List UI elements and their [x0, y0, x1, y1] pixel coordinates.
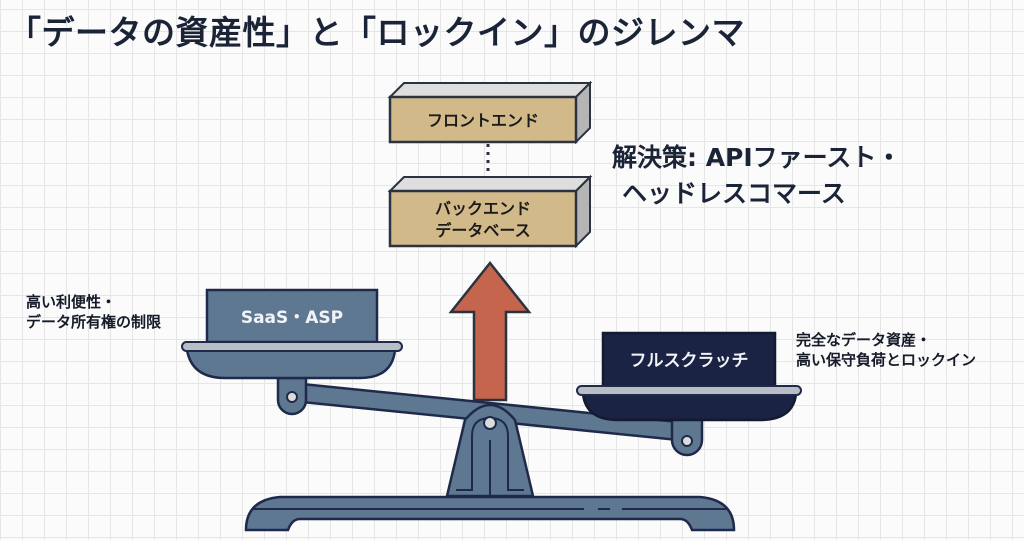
- left-pan: SaaS・ASP: [181, 288, 403, 380]
- left-pan-rim: [181, 341, 403, 352]
- right-pan: フルスクラッチ: [576, 331, 802, 422]
- solution-callout: 解決策: APIファースト・ ヘッドレスコマース: [612, 140, 901, 212]
- full-scratch-label: フルスクラッチ: [630, 351, 749, 371]
- frontend-box-top: [387, 82, 593, 98]
- frontend-box-label: フロントエンド: [427, 111, 539, 130]
- saas-asp-block: [205, 288, 379, 344]
- frontend-box: フロントエンド: [387, 80, 593, 145]
- backend-box: バックエンド データベース: [387, 174, 593, 249]
- right-caption-line-1: 完全なデータ資産・: [796, 331, 932, 349]
- backend-box-label-line1: バックエンド: [435, 199, 531, 218]
- right-pan-rim: [576, 385, 802, 396]
- right-caption: 完全なデータ資産・ 高い保守負荷とロックイン: [796, 330, 976, 370]
- page-title: 「データの資産性」と「ロックイン」のジレンマ: [8, 13, 745, 52]
- right-caption-line-2: 高い保守負荷とロックイン: [796, 351, 977, 369]
- frontend-box-face: [388, 95, 578, 144]
- backend-box-top: [387, 176, 593, 192]
- backend-box-face: [388, 189, 578, 248]
- left-caption-line-1: 高い利便性・: [26, 293, 117, 311]
- fulcrum: [445, 403, 535, 498]
- backend-box-label-line2: データベース: [435, 221, 530, 240]
- right-hanger: [670, 416, 704, 457]
- fulcrum-pivot-icon: [483, 416, 497, 430]
- left-caption: 高い利便性・ データ所有権の制限: [26, 292, 161, 332]
- scale-base: [244, 495, 736, 532]
- left-hanger: [276, 376, 308, 416]
- solution-line-2: ヘッドレスコマース: [622, 179, 846, 208]
- right-pivot-icon: [681, 435, 693, 447]
- up-arrow-icon: [448, 260, 532, 402]
- saas-asp-label: SaaS・ASP: [241, 308, 343, 328]
- left-pivot-icon: [286, 391, 298, 403]
- left-caption-line-2: データ所有権の制限: [26, 313, 162, 331]
- solution-line-1: 解決策: APIファースト・: [612, 143, 902, 172]
